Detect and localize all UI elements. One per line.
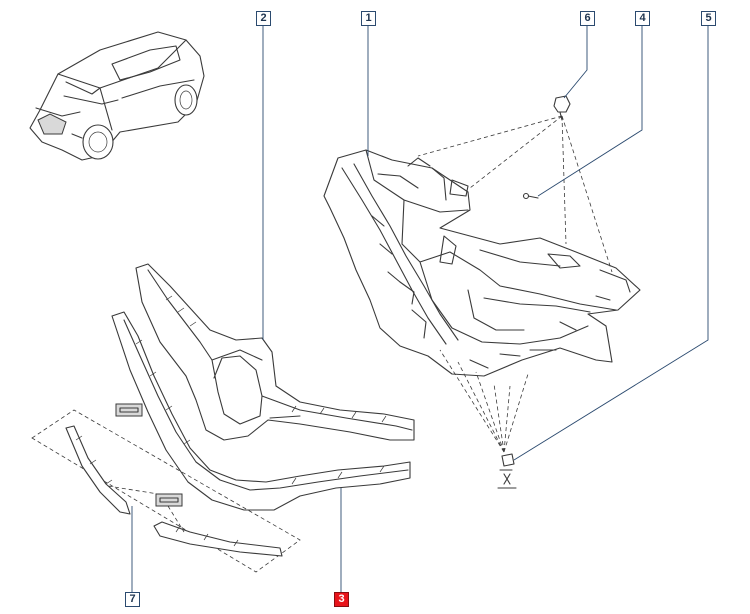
callout-7[interactable]: 7 [125,592,140,607]
callout-4[interactable]: 4 [635,11,650,26]
grille-frame-part-2 [135,263,415,441]
callout-5[interactable]: 5 [701,11,716,26]
badge-insert-right [155,493,183,507]
leader-lines [131,26,709,592]
assembly-lines-screw [439,349,529,453]
assembly-lines-trim [107,485,185,533]
screw-part-4 [522,192,539,200]
part-7-group-frame [31,409,301,573]
callout-2[interactable]: 2 [256,11,271,26]
callout-3[interactable]: 3 [334,592,349,607]
badge-insert-left [115,403,143,417]
highlighted-grille [37,113,67,135]
trim-strip-right-part-7 [153,521,283,557]
trim-strip-left-part-7 [65,425,131,515]
vehicle-thumbnail [29,31,205,161]
front-end-carrier [323,149,641,377]
grille-surround-part-3 [111,311,411,511]
callout-6[interactable]: 6 [580,11,595,26]
screw-part-5 [497,453,517,489]
callout-1[interactable]: 1 [361,11,376,26]
